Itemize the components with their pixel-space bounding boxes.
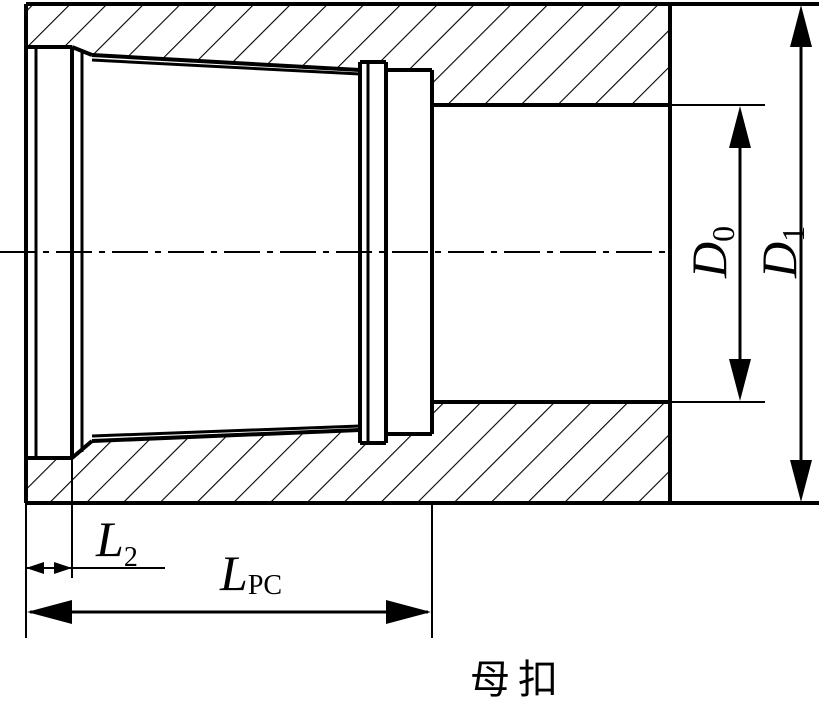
lpc-dimension	[27, 600, 431, 624]
l2-label-sub: 2	[124, 542, 138, 573]
bore-outline	[430, 70, 670, 434]
d1-label-sub: 1	[775, 226, 811, 242]
lpc-label-sub: PC	[248, 570, 282, 601]
d1-dimension	[790, 5, 812, 502]
hatched-wall-bottom	[26, 402, 670, 503]
l2-arrow-right	[54, 562, 72, 574]
d0-label-sub: 0	[705, 226, 741, 242]
lpc-arrow-right	[386, 600, 431, 624]
d1-label: D1	[751, 226, 811, 279]
outer-outline	[24, 2, 819, 505]
length-extension-lines	[25, 458, 433, 638]
d0-arrow-top	[729, 106, 751, 148]
lpc-label-main: L	[219, 545, 248, 601]
l2-dimension	[26, 562, 165, 574]
l2-label: L2	[95, 511, 138, 573]
d1-label-main: D	[751, 242, 807, 279]
l2-arrow-left	[26, 562, 44, 574]
d1-arrow-top	[790, 5, 812, 47]
lpc-label: LPC	[219, 545, 282, 601]
l2-label-main: L	[95, 511, 124, 567]
d0-dimension	[670, 104, 765, 403]
d0-arrow-bottom	[729, 359, 751, 401]
d1-arrow-bottom	[790, 460, 812, 502]
d0-label-main: D	[681, 242, 737, 279]
caption-box-connection: 母扣	[470, 657, 566, 703]
d0-label: D0	[681, 226, 741, 279]
lpc-arrow-left	[27, 600, 72, 624]
hatched-wall-top	[26, 4, 670, 105]
tapered-thread	[70, 45, 361, 460]
